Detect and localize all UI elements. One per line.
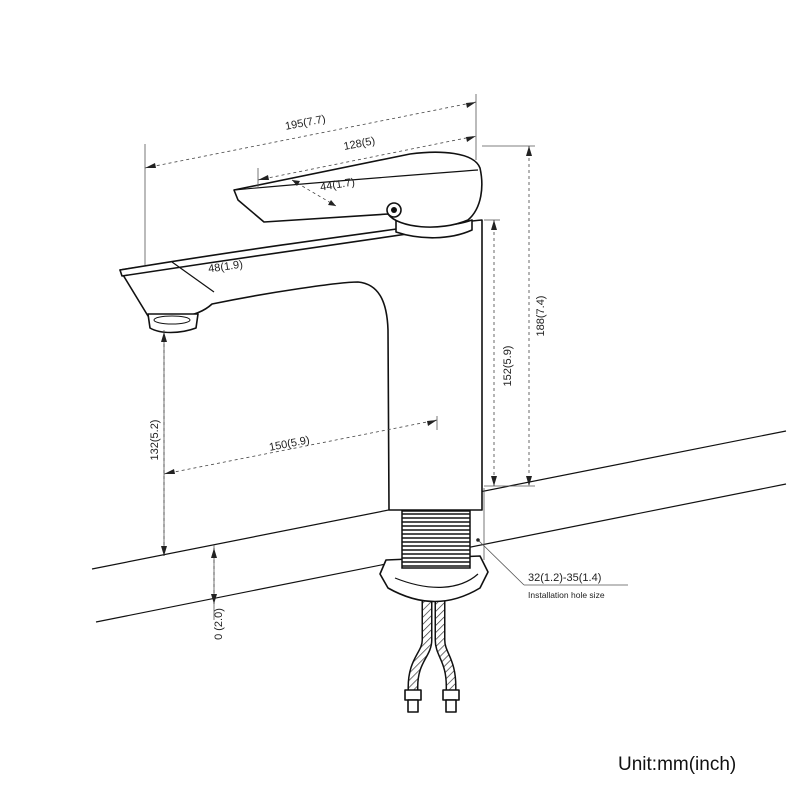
- label-spout-height: 132(5.2): [149, 420, 161, 461]
- label-spout-reach: 150(5.9): [268, 434, 311, 454]
- dim-hole-size: 32(1.2)-35(1.4) Installation hole size: [476, 538, 628, 600]
- label-handle-length: 128(5): [343, 135, 377, 153]
- dim-handle-width: 44(1.7): [291, 176, 356, 207]
- label-handle-width: 44(1.7): [319, 176, 355, 193]
- dim-overall-height: 188(7.4): [526, 146, 547, 486]
- dim-handle-length: 128(5): [257, 135, 477, 181]
- threaded-shank: [401, 510, 471, 569]
- handle-lever: [233, 151, 483, 228]
- dim-body-height: 152(5.9): [491, 220, 514, 486]
- dim-spout-width: 48(1.9): [207, 259, 243, 276]
- label-hole-caption: Installation hole size: [528, 590, 605, 600]
- unit-label: Unit:mm(inch): [618, 754, 736, 775]
- label-body-height: 152(5.9): [502, 346, 514, 387]
- supply-hoses: [404, 600, 460, 713]
- dim-deck-thickness: 0 (2.0): [211, 548, 225, 640]
- label-overall-length: 195(7.7): [284, 113, 327, 133]
- label-spout-width: 48(1.9): [207, 259, 243, 276]
- label-deck-thickness: 0 (2.0): [213, 608, 225, 640]
- dim-spout-height: 132(5.2): [149, 332, 167, 556]
- label-hole-size: 32(1.2)-35(1.4): [528, 572, 601, 584]
- label-overall-height: 188(7.4): [535, 296, 547, 337]
- aerator: [147, 313, 199, 334]
